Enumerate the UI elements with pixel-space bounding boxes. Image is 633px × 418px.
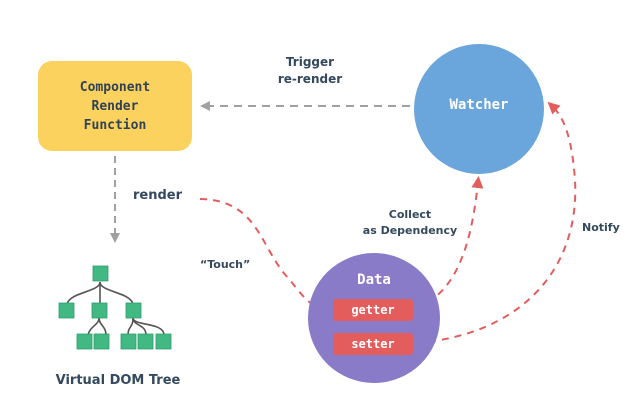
trigger-rerender-label: Trigger re-render bbox=[277, 55, 343, 86]
collect-dependency-arrow bbox=[415, 176, 484, 309]
data-label: Data bbox=[357, 272, 391, 288]
component-render-function-node: Component Render Function bbox=[38, 61, 192, 151]
watcher-node bbox=[414, 44, 544, 174]
virtual-dom-tree-icon bbox=[58, 265, 172, 350]
render-label: render bbox=[133, 188, 183, 203]
notify-label: Notify bbox=[582, 221, 620, 234]
collect-dependency-label: Collect as Dependency bbox=[362, 208, 458, 237]
notify-arrow bbox=[415, 101, 577, 344]
setter-pill: setter bbox=[333, 333, 413, 355]
touch-arrow bbox=[199, 198, 334, 316]
virtual-dom-tree-label: Virtual DOM Tree bbox=[55, 373, 181, 388]
watcher-label: Watcher bbox=[449, 97, 509, 113]
touch-label: “Touch” bbox=[200, 258, 251, 271]
getter-pill: getter bbox=[333, 299, 413, 321]
